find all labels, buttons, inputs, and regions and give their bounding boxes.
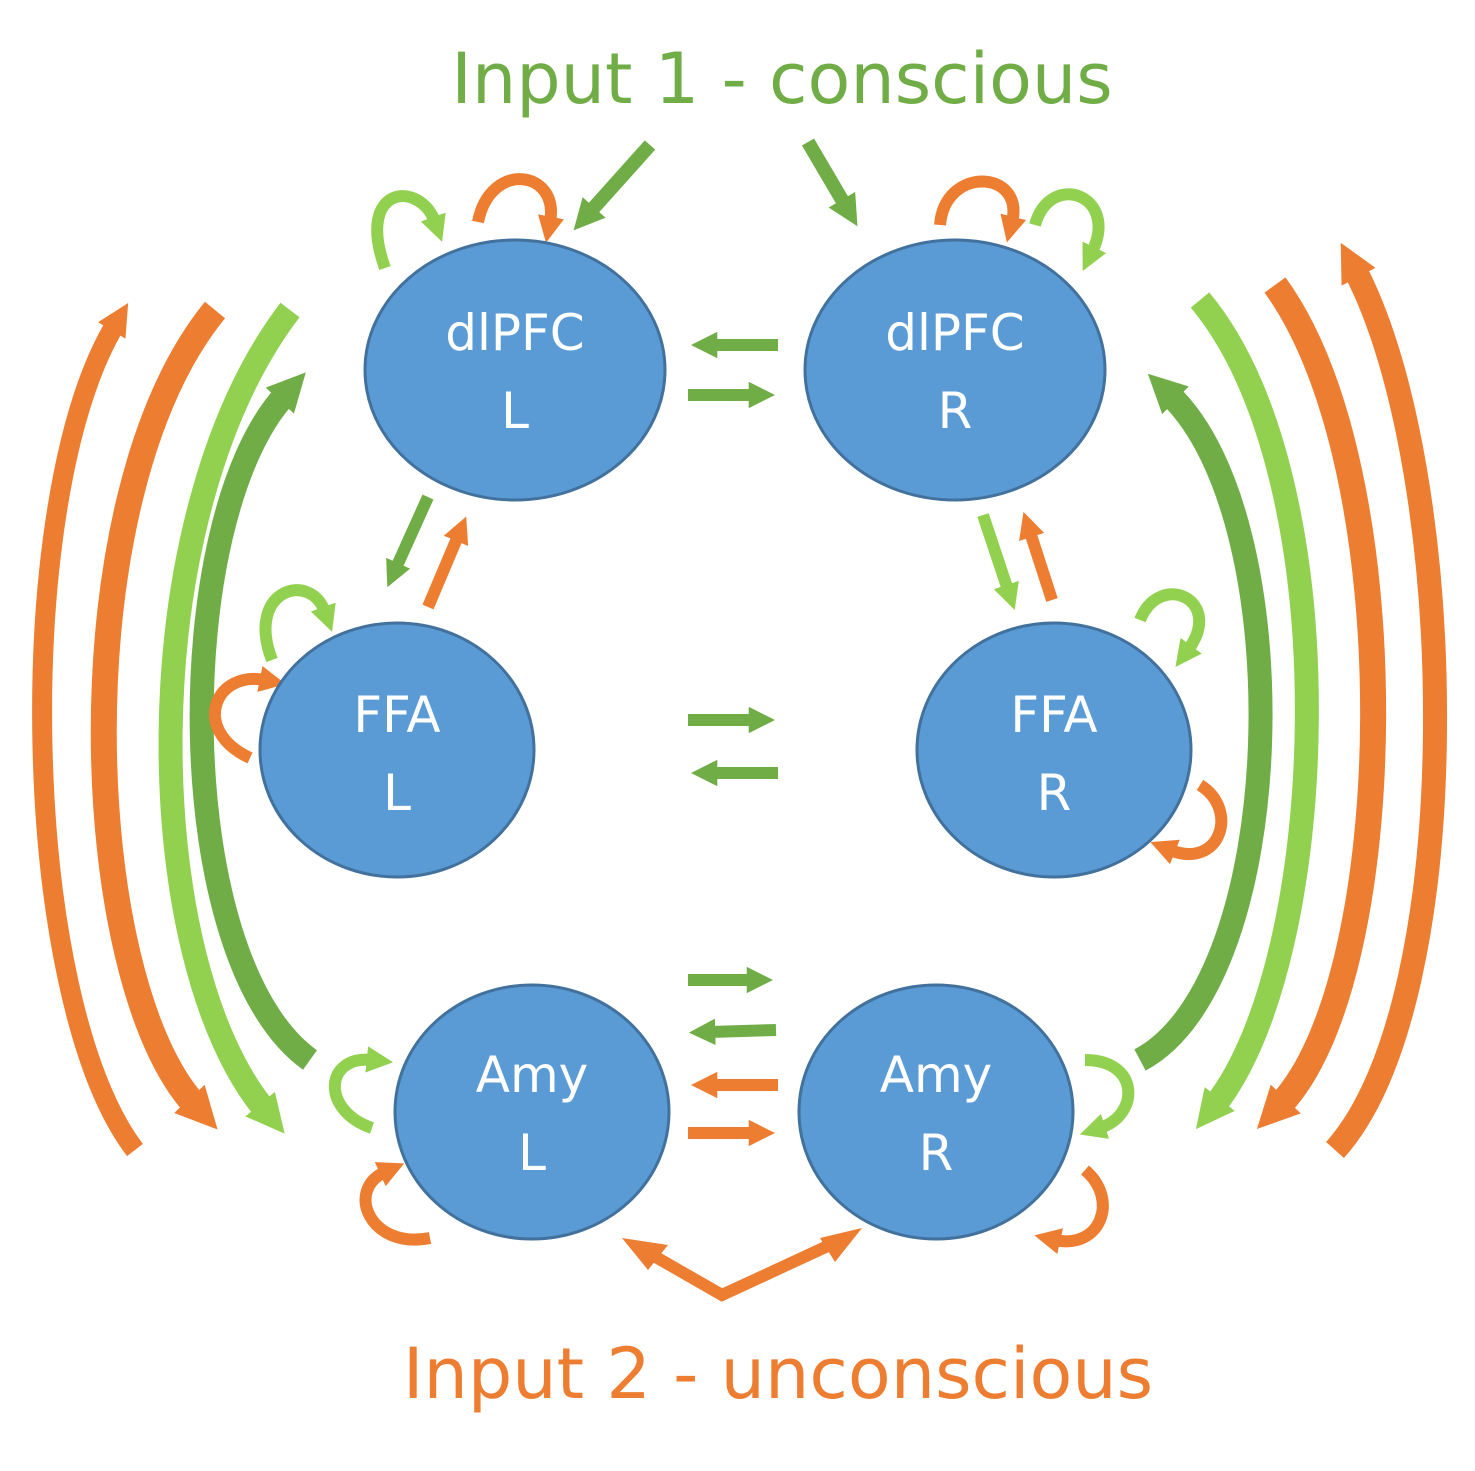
self-loop-dlpfc-l-orange [472,173,564,243]
self-loop-amy-r-lightgreen [1079,1054,1135,1139]
input-2-arrows [637,1232,848,1302]
long-arc-right-orange-up [1326,242,1448,1159]
node-amy-r: Amy R [797,983,1075,1241]
node-ffa-r: FFA R [915,621,1193,879]
long-arc-left-lightgreen-down [158,302,300,1134]
node-dlpfc-l-name: dlPFC [445,304,584,362]
node-ffa-l-shape [258,621,536,879]
node-dlpfc-r-shape [803,238,1107,502]
node-ffa-l-name: FFA [353,686,440,744]
self-loop-ffa-l-lightgreen [259,584,336,663]
node-amy-l-side: L [518,1124,546,1182]
self-loop-dlpfc-r-lightgreen [1029,188,1107,271]
node-ffa-r-side: R [1037,764,1072,822]
node-ffa-r-shape [915,621,1193,879]
node-dlpfc-l: dlPFC L [363,238,667,502]
long-arc-right-orange-down [1257,277,1387,1130]
node-dlpfc-r: dlPFC R [803,238,1107,502]
long-arc-left-orange-down [90,301,226,1130]
self-loop-dlpfc-l-lightgreen [371,190,446,271]
node-ffa-l-side: L [383,764,411,822]
input-1-arrow-to-dlpfc-l [573,140,656,231]
self-loop-ffa-l-orange [208,666,286,764]
node-amy-l-shape [393,983,671,1241]
input-2-arrowhead-amy-l [622,1238,668,1270]
node-amy-r-name: Amy [880,1046,993,1104]
ffa-l-to-dlpfc-l-arrow [422,516,469,610]
self-loop-amy-l-lightgreen [328,1046,394,1134]
node-amy-l-name: Amy [476,1046,589,1104]
self-loop-ffa-r-lightgreen [1134,588,1206,667]
long-arc-right-lightgreen-down [1190,292,1319,1130]
node-ffa-l: FFA L [258,621,536,879]
input-2-title: Input 2 - unconscious [403,1333,1153,1415]
input-1-arrow-to-dlpfc-r [801,138,858,227]
node-amy-r-side: R [919,1124,954,1182]
node-dlpfc-l-shape [363,238,667,502]
ffa-r-to-dlpfc-r-arrow [1019,511,1058,602]
node-dlpfc-l-side: L [501,382,529,440]
dlpfc-l-to-ffa-l-arrow [386,494,434,588]
long-arc-left-green-up [189,372,318,1070]
input-1-title: Input 1 - conscious [451,38,1113,120]
node-ffa-r-name: FFA [1010,686,1097,744]
input-2-arrowhead-amy-r [820,1228,862,1262]
node-dlpfc-r-side: R [938,382,973,440]
amy-r-to-l-green-arrow [688,1018,777,1046]
long-arc-right-green-up [1133,373,1273,1071]
node-dlpfc-r-name: dlPFC [885,304,1024,362]
self-loop-amy-r-orange [1034,1165,1109,1255]
self-loop-ffa-r-orange [1150,779,1228,865]
dlpfc-r-to-ffa-r-arrow [977,513,1019,611]
self-loop-amy-l-orange [359,1162,432,1246]
node-amy-l: Amy L [393,983,671,1241]
long-arc-left-orange-up [32,303,143,1157]
node-amy-r-shape [797,983,1075,1241]
self-loop-dlpfc-r-orange [934,175,1027,243]
